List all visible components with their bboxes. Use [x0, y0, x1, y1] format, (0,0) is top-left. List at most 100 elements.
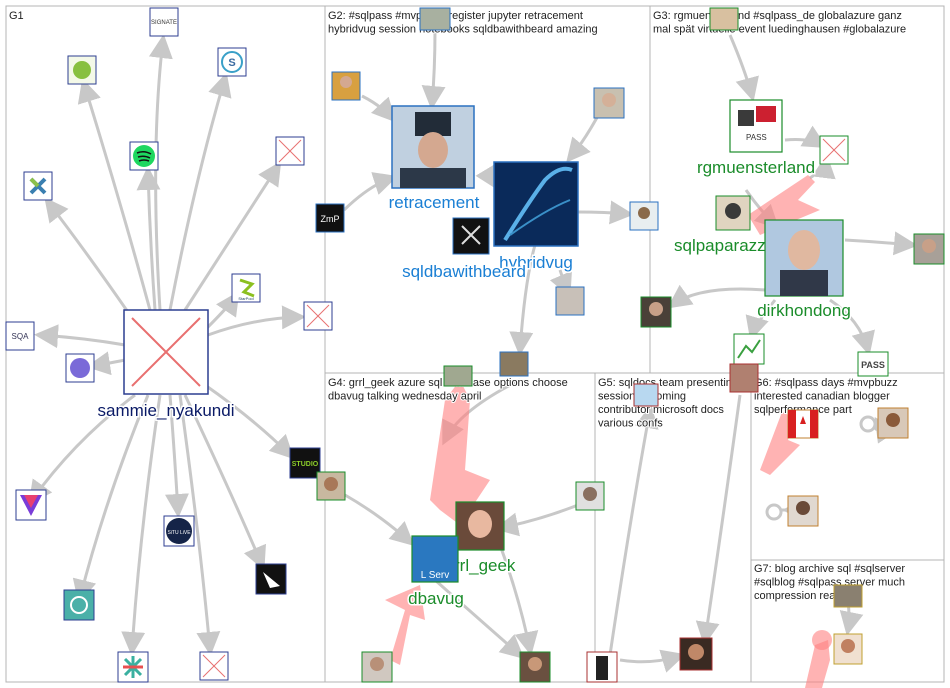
node-g3-person-a[interactable] — [913, 233, 945, 265]
node-g4-header-person[interactable] — [443, 365, 473, 387]
node-sqldbawithbeard[interactable] — [452, 217, 490, 255]
node-g6-person-b[interactable] — [787, 495, 819, 527]
node-dbavug[interactable]: L Serv — [411, 535, 459, 583]
node-g5-header-icon[interactable] — [633, 383, 659, 407]
node-g4-person-c[interactable] — [361, 651, 393, 683]
node-sqlpaparazzi[interactable] — [715, 195, 751, 231]
node-g7-person-a[interactable] — [833, 633, 863, 665]
svg-text:S: S — [228, 57, 235, 69]
panel-g5-label-line: G5: sqldocs team presenting — [598, 377, 738, 389]
node-starpool[interactable]: StarPool — [231, 273, 261, 303]
panel-frames — [5, 5, 945, 683]
panel-g6-label-line: G6: #sqlpass days #mvpbuzz — [754, 377, 898, 389]
node-g6-loop-a[interactable] — [859, 415, 877, 433]
node-spotify[interactable] — [129, 141, 159, 171]
situ-logo-text: SiTU LiVE — [167, 530, 191, 536]
node-zmp[interactable]: ZmP — [315, 203, 345, 233]
g1-edges — [28, 34, 306, 656]
node-sammie[interactable] — [123, 309, 209, 395]
panel-g1-label-line: G1 — [9, 10, 24, 22]
red-edge-g7 — [805, 640, 830, 688]
red-node-g7 — [812, 630, 832, 650]
panel-g7-label-line: G7: blog archive sql #sqlserver — [754, 563, 905, 575]
label-retracement: retracement — [389, 193, 480, 212]
node-g3-chart-logo[interactable] — [733, 333, 765, 365]
node-g2-person-a[interactable] — [331, 71, 361, 101]
pass-logo-bottom: PASS — [861, 360, 885, 370]
panel-g4-label-line: dbavug talking wednesday april — [328, 391, 482, 403]
node-rgmuensterland[interactable]: PASS — [729, 99, 783, 153]
node-missing-g3[interactable] — [819, 135, 849, 165]
node-dirkhondong[interactable] — [764, 219, 844, 297]
node-pass-bottom[interactable]: PASS — [857, 351, 889, 377]
node-missing-g1b[interactable] — [303, 301, 333, 331]
node-g6-person-a[interactable] — [877, 407, 909, 439]
node-g2-cat[interactable] — [555, 286, 585, 316]
node-situ-live[interactable]: SiTU LiVE — [163, 515, 195, 547]
label-sqldbawithbeard: sqldbawithbeard — [402, 262, 526, 281]
panel-g5-label-line: various confs — [598, 418, 663, 430]
panel-g2-label-line: hybridvug session notebooks sqldbawithbe… — [328, 24, 598, 36]
node-hybridvug[interactable] — [493, 161, 579, 247]
node-g3-person-b[interactable] — [640, 296, 672, 328]
panel-g2-label-line: G2: #sqlpass #mvpbuzz register jupyter r… — [328, 10, 583, 22]
node-swirl[interactable] — [63, 589, 95, 621]
starpool-logo-text: StarPool — [238, 296, 253, 301]
node-turtle[interactable] — [67, 55, 97, 85]
node-bird[interactable] — [255, 563, 287, 595]
red-edge-g4-up — [430, 380, 490, 525]
sqlserver-logo-text: L Serv — [421, 570, 450, 581]
node-x-logo[interactable] — [23, 171, 53, 201]
node-g3-header-person[interactable] — [709, 7, 739, 31]
node-g4-person-d[interactable] — [519, 651, 551, 683]
panel-labels: G1 G2: #sqlpass #mvpbuzz register jupyter… — [8, 9, 907, 603]
panel-g7-label-line: compression really — [754, 590, 846, 602]
label-sammie: sammie_nyakundi — [97, 401, 234, 420]
label-hybridvug: hybridvug — [499, 253, 573, 272]
node-g5-person-c[interactable] — [679, 637, 713, 671]
node-g5-person-a[interactable] — [729, 363, 759, 393]
node-studio[interactable]: STUDIO — [289, 447, 321, 479]
panel-g7-label-line: #sqlblog #sqlpass server much — [754, 577, 905, 589]
node-g4-person-a[interactable] — [316, 471, 346, 501]
panel-g5-label-line: contributor microsoft docs — [598, 404, 724, 416]
label-rgmuensterland: rgmuensterland — [697, 158, 815, 177]
panel-g7-frame — [750, 559, 945, 683]
node-purple-circle[interactable] — [65, 353, 95, 383]
node-g4-person-b[interactable] — [575, 481, 605, 511]
panel-g3-label-line: mal spät virtuelle event luedinghausen #… — [653, 24, 906, 36]
node-retracement[interactable] — [391, 105, 475, 189]
node-canada-flag[interactable] — [787, 409, 819, 439]
node-g2-header-person[interactable] — [419, 7, 451, 31]
label-grrl-geek: grrl_geek — [445, 556, 516, 575]
node-g5-person-b[interactable] — [586, 651, 618, 683]
panel-g6-label-line: interested canadian blogger — [754, 391, 890, 403]
g3-edges — [667, 34, 918, 356]
zmp-logo-text: ZmP — [321, 214, 340, 224]
panel-g2-frame — [324, 5, 651, 374]
label-sqlpaparazzi: sqlpaparazzi — [674, 236, 769, 255]
g2-edges — [342, 29, 634, 356]
red-edge-g4-down — [385, 585, 425, 665]
node-g2-person-b[interactable] — [593, 87, 625, 119]
node-s-logo[interactable]: S — [217, 47, 247, 77]
node-missing-g1c[interactable] — [199, 651, 229, 681]
node-g6-loop-b[interactable] — [765, 503, 783, 521]
node-signate[interactable]: SIGNATE — [149, 7, 179, 37]
label-dirkhondong: dirkhondong — [757, 301, 851, 320]
pass-logo-top: PASS — [746, 133, 767, 142]
sqa-logo-text: SQA — [12, 332, 30, 341]
signate-logo-text: SIGNATE — [151, 20, 177, 26]
svg-text:STUDIO: STUDIO — [292, 461, 319, 468]
node-grrl-geek[interactable] — [455, 501, 505, 551]
node-triangle[interactable] — [15, 489, 47, 521]
node-g7-header-person[interactable] — [833, 584, 863, 608]
node-sqa[interactable]: SQA — [5, 321, 35, 351]
node-g2-person-d[interactable] — [499, 351, 529, 377]
node-asterisk[interactable] — [117, 651, 149, 683]
panel-g3-label-line: G3: rgmuensterland #sqlpass_de globalazu… — [653, 10, 902, 22]
node-missing-g1a[interactable] — [275, 136, 305, 166]
label-dbavug: dbavug — [408, 589, 464, 608]
node-g2-person-c[interactable] — [629, 201, 659, 231]
